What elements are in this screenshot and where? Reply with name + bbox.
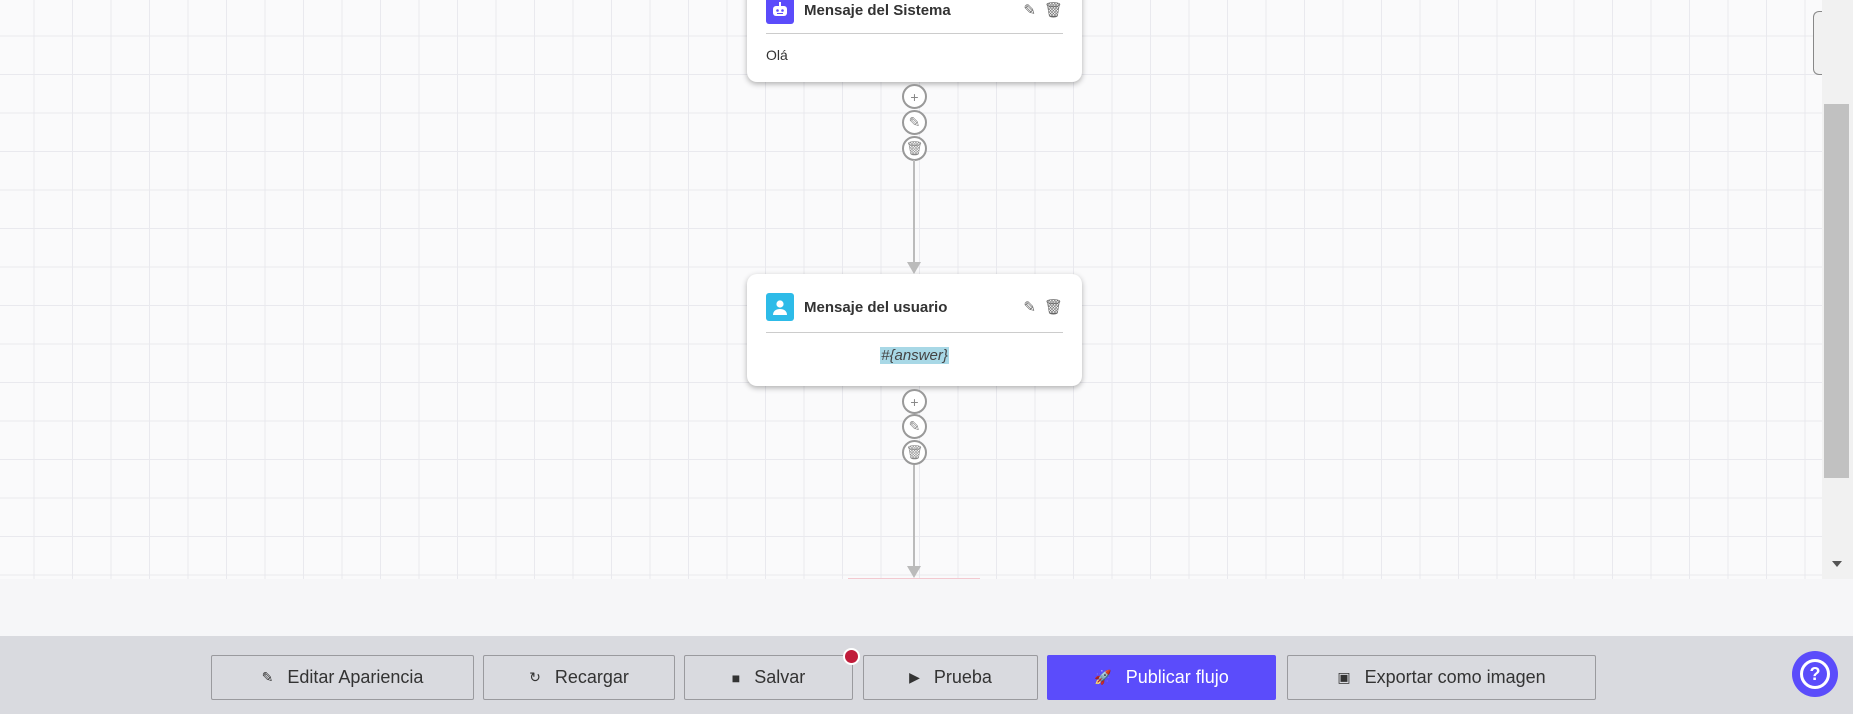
edit-icon[interactable]: ✎	[1023, 2, 1036, 19]
next-node-edge	[848, 578, 980, 579]
unsaved-changes-dot	[843, 648, 860, 665]
bottom-toolbar: ✎ Editar Apariencia ↻ Recargar ■ Salvar ▶ Pr…	[0, 636, 1853, 714]
button-label: Editar Apariencia	[287, 667, 424, 687]
node-body: Olá	[766, 47, 788, 63]
connector-line	[913, 465, 915, 569]
delete-connection-button[interactable]: 🗑	[902, 136, 927, 161]
rocket-icon: 🚀	[1094, 669, 1112, 685]
edit-icon[interactable]: ✎	[1023, 299, 1036, 316]
scrollbar-thumb[interactable]	[1824, 104, 1849, 478]
trash-icon[interactable]: 🗑	[1043, 299, 1063, 316]
vertical-scrollbar[interactable]	[1822, 0, 1853, 579]
button-label: Publicar flujo	[1125, 667, 1229, 687]
button-label: Recargar	[554, 667, 629, 687]
trash-icon[interactable]: 🗑	[1043, 2, 1063, 19]
save-icon: ■	[731, 669, 741, 686]
play-icon: ▶	[909, 669, 920, 685]
flow-canvas[interactable]: Mensaje del Sistema ✎ 🗑 Olá + ✎ 🗑 Mensaj…	[0, 0, 1822, 579]
arrow-down-icon	[907, 262, 921, 274]
side-panel-handle[interactable]	[1813, 11, 1822, 75]
help-button[interactable]: ?	[1792, 651, 1838, 697]
refresh-icon: ↻	[529, 669, 541, 685]
publish-flow-button[interactable]: 🚀 Publicar flujo	[1047, 655, 1276, 700]
image-icon: ▣	[1337, 669, 1351, 685]
test-button[interactable]: ▶ Prueba	[863, 655, 1038, 700]
scroll-down-arrow-icon[interactable]	[1832, 561, 1842, 567]
edit-appearance-button[interactable]: ✎ Editar Apariencia	[211, 655, 474, 700]
add-node-button[interactable]: +	[902, 84, 927, 109]
edit-icon: ✎	[261, 669, 274, 685]
export-image-button[interactable]: ▣ Exportar como imagen	[1287, 655, 1596, 700]
node-system-message[interactable]: Mensaje del Sistema ✎ 🗑 Olá	[747, 0, 1082, 82]
save-button[interactable]: ■ Salvar	[684, 655, 853, 700]
edit-connection-button[interactable]: ✎	[902, 414, 927, 439]
button-label: Exportar como imagen	[1364, 667, 1546, 687]
question-icon: ?	[1800, 659, 1830, 689]
connector-line	[913, 160, 915, 264]
robot-icon	[766, 0, 794, 24]
delete-connection-button[interactable]: 🗑	[902, 440, 927, 465]
add-node-button[interactable]: +	[902, 389, 927, 414]
edit-connection-button[interactable]: ✎	[902, 110, 927, 135]
arrow-down-icon	[907, 566, 921, 578]
button-label: Salvar	[754, 667, 806, 687]
user-icon	[766, 293, 794, 321]
button-label: Prueba	[933, 667, 992, 687]
node-title: Mensaje del usuario	[804, 298, 948, 316]
node-title: Mensaje del Sistema	[804, 1, 951, 19]
node-body: #{answer}	[880, 347, 949, 364]
reload-button[interactable]: ↻ Recargar	[483, 655, 675, 700]
node-user-message[interactable]: Mensaje del usuario ✎ 🗑 #{answer}	[747, 274, 1082, 386]
